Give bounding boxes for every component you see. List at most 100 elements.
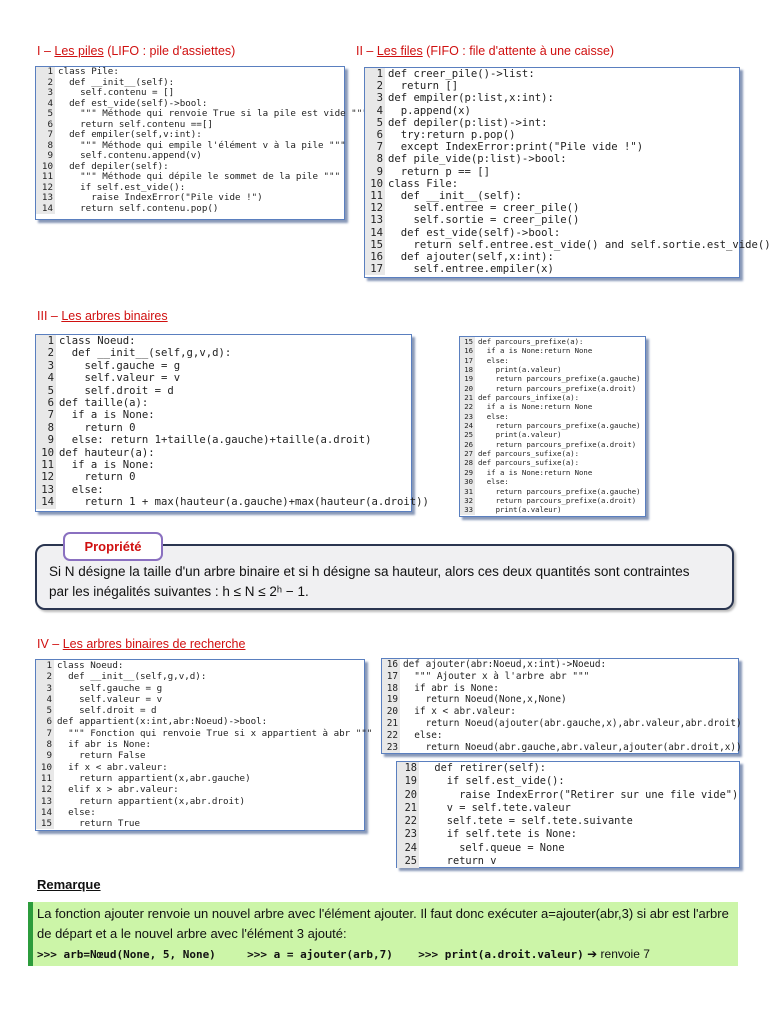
code-line: 2 return [] bbox=[365, 80, 739, 93]
section-heading-piles: I – Les piles (LIFO : pile d'assiettes) bbox=[37, 44, 236, 58]
line-number: 22 bbox=[460, 402, 475, 412]
code-text: return parcours_prefixe(a.gauche) bbox=[478, 374, 641, 384]
code-line: 23 else: bbox=[460, 411, 645, 422]
code-line: 9 else: return 1+taille(a.gauche)+taille… bbox=[36, 434, 411, 447]
code-text: """ Méthode qui renvoie True si la pile … bbox=[58, 108, 368, 119]
code-text: return parcours_prefixe(a.droit) bbox=[478, 439, 637, 449]
line-number: 8 bbox=[36, 140, 55, 151]
line-number: 2 bbox=[36, 77, 55, 88]
code-text: print(a.valeur) bbox=[478, 365, 562, 375]
code-text: self.valeur = v bbox=[59, 372, 181, 385]
code-line: 4 self.valeur = v bbox=[36, 693, 364, 706]
code-text: """ Méthode qui dépile le sommet de la p… bbox=[58, 171, 341, 182]
line-number: 17 bbox=[460, 355, 475, 366]
line-number: 18 bbox=[397, 762, 419, 776]
code-line: 7 if a is None: bbox=[36, 409, 411, 422]
code-line: 9 return p == [] bbox=[365, 165, 739, 178]
code-line: 17 self.entree.empiler(x) bbox=[365, 263, 739, 276]
line-number: 20 bbox=[382, 706, 400, 718]
code-line: 19 if self.est_vide(): bbox=[397, 775, 739, 789]
line-number: 6 bbox=[36, 397, 56, 410]
code-line: 15 return True bbox=[36, 818, 364, 830]
code-text: def retirer(self): bbox=[422, 762, 546, 774]
code-line: 2 def __init__(self,g,v,d): bbox=[36, 347, 411, 360]
line-number: 9 bbox=[365, 165, 385, 178]
line-number: 19 bbox=[382, 694, 400, 707]
code-line: 17 else: bbox=[460, 355, 645, 366]
code-text: return appartient(x,abr.droit) bbox=[57, 795, 246, 807]
line-number: 7 bbox=[36, 727, 54, 740]
code-text: if self.tete is None: bbox=[422, 828, 577, 841]
code-line: 18 if abr is None: bbox=[382, 682, 738, 695]
code-line: 21 v = self.tete.valeur bbox=[397, 801, 739, 816]
section-heading-files: II – Les files (FIFO : file d'attente à … bbox=[356, 44, 615, 58]
code-text: raise IndexError("Pile vide !") bbox=[58, 192, 263, 203]
code-text: self.queue = None bbox=[422, 841, 565, 854]
code-text: self.entree.empiler(x) bbox=[388, 263, 554, 276]
code-line: 14 def est_vide(self)->bool: bbox=[365, 226, 739, 239]
line-number: 24 bbox=[460, 421, 475, 431]
code-text: return parcours_prefixe(a.droit) bbox=[478, 495, 637, 505]
code-text: self.sortie = creer_pile() bbox=[388, 214, 580, 227]
line-number: 18 bbox=[460, 365, 475, 375]
line-number: 24 bbox=[397, 841, 419, 856]
code-text: def creer_pile()->list: bbox=[388, 68, 535, 80]
code-line: 3 self.gauche = g bbox=[36, 359, 411, 373]
line-number: 14 bbox=[36, 203, 55, 214]
code-text: self.entree = creer_pile() bbox=[388, 202, 580, 215]
code-text: self.contenu = [] bbox=[58, 87, 175, 98]
code-text: else: bbox=[59, 483, 104, 496]
line-number: 3 bbox=[36, 359, 56, 373]
line-number: 2 bbox=[36, 671, 54, 683]
line-number: 12 bbox=[36, 471, 56, 484]
code-text: if a is None:return None bbox=[478, 402, 593, 412]
code-text: class Noeud: bbox=[57, 660, 124, 671]
code-line: 3 self.contenu = [] bbox=[36, 87, 344, 99]
line-number: 13 bbox=[36, 192, 55, 204]
line-number: 2 bbox=[365, 80, 385, 93]
line-number: 7 bbox=[36, 409, 56, 422]
line-number: 15 bbox=[36, 818, 54, 830]
code-text: def parcours_prefixe(a): bbox=[478, 337, 584, 346]
code-line: 22 else: bbox=[382, 729, 738, 742]
code-line: 11 return appartient(x,abr.gauche) bbox=[36, 772, 364, 785]
line-number: 19 bbox=[397, 775, 419, 789]
code-text: if x < abr.valeur: bbox=[57, 761, 168, 773]
code-text: p.append(x) bbox=[388, 104, 471, 117]
remarque-text: La fonction ajouter renvoie un nouvel ar… bbox=[37, 906, 729, 941]
code-text: self.droit = d bbox=[57, 705, 157, 717]
line-number: 3 bbox=[365, 92, 385, 105]
code-text: if self.est_vide(): bbox=[422, 775, 565, 788]
code-text: def est_vide(self)->bool: bbox=[58, 97, 208, 109]
code-line: 5 self.droit = d bbox=[36, 705, 364, 717]
code-text: def depiler(p:list)->int: bbox=[388, 116, 548, 129]
propriete-text: Si N désigne la taille d'un arbre binair… bbox=[49, 562, 689, 602]
line-number: 1 bbox=[36, 660, 54, 672]
code-line: 23 if self.tete is None: bbox=[397, 828, 739, 842]
line-number: 11 bbox=[36, 772, 54, 785]
heading-title: Les arbres binaires de recherche bbox=[62, 637, 246, 651]
code-line: 20 if x < abr.valeur: bbox=[382, 706, 738, 718]
line-number: 29 bbox=[460, 467, 475, 478]
line-number: 23 bbox=[397, 828, 419, 842]
line-number: 1 bbox=[36, 66, 55, 78]
code-text: def taille(a): bbox=[59, 397, 149, 410]
code-text: else: return 1+taille(a.gauche)+taille(a… bbox=[59, 434, 372, 447]
code-text: self.droit = d bbox=[59, 384, 174, 397]
code-line: 13 raise IndexError("Pile vide !") bbox=[36, 192, 344, 204]
code-line: 14 else: bbox=[36, 806, 364, 819]
code-line: 29 if a is None:return None bbox=[460, 467, 645, 478]
code-text: else: bbox=[478, 411, 509, 421]
line-number: 31 bbox=[460, 486, 475, 496]
line-number: 5 bbox=[36, 384, 56, 398]
code-line: 3 self.gauche = g bbox=[36, 682, 364, 694]
code-line: 18 def retirer(self): bbox=[397, 762, 739, 776]
